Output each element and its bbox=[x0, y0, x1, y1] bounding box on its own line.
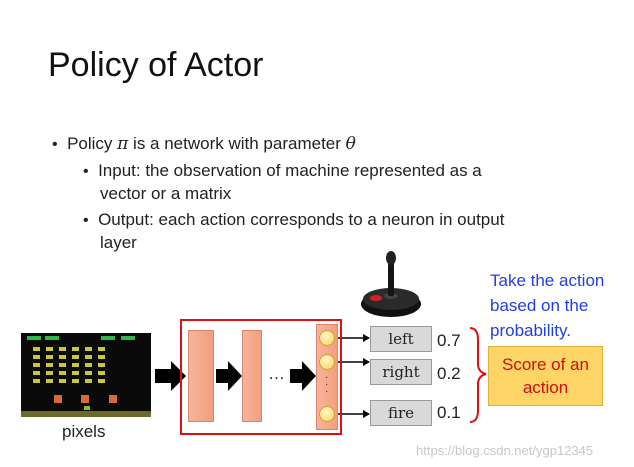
bullet-input: • Input: the observation of machine repr… bbox=[83, 160, 482, 183]
bullet-policy: • Policy π is a network with parameter θ bbox=[52, 133, 356, 156]
output-arrow-left bbox=[363, 334, 370, 342]
bullet-output: • Output: each action corresponds to a n… bbox=[83, 209, 504, 232]
input-arrow bbox=[155, 361, 186, 391]
ellipsis: … bbox=[268, 364, 285, 383]
bullet-dot: • bbox=[83, 163, 89, 180]
bullet-dot: • bbox=[83, 212, 89, 229]
take-action-line2: based on the bbox=[490, 296, 589, 315]
prob-right: 0.2 bbox=[437, 364, 461, 383]
layer-arrow-2 bbox=[290, 361, 316, 391]
neuron-ellipsis: ··· bbox=[325, 372, 329, 397]
bullet-policy-mid: is a network with parameter bbox=[128, 134, 346, 153]
score-note: Score of an action bbox=[488, 346, 603, 406]
network-box bbox=[180, 319, 342, 435]
bullet-input-line2: vector or a matrix bbox=[100, 184, 232, 203]
output-neuron-right bbox=[319, 354, 335, 370]
slide-title: Policy of Actor bbox=[48, 46, 264, 84]
prob-left: 0.7 bbox=[437, 331, 461, 350]
pixels-label: pixels bbox=[62, 422, 106, 441]
bullet-input-line1: Input: the observation of machine repres… bbox=[98, 161, 482, 180]
output-arrow-right bbox=[363, 358, 370, 366]
layer-arrow-1 bbox=[216, 361, 242, 391]
output-arrow-fire bbox=[363, 410, 370, 418]
take-action-note: Take the action based on the probability… bbox=[490, 268, 604, 343]
theta-symbol: θ bbox=[345, 134, 356, 154]
take-action-line3: probability. bbox=[490, 321, 571, 340]
probability-bracket bbox=[469, 327, 487, 423]
hidden-layer-1 bbox=[188, 330, 214, 422]
output-layer bbox=[316, 324, 338, 430]
action-right: right bbox=[370, 359, 432, 385]
score-line1: Score of an bbox=[502, 355, 589, 374]
action-fire: fire bbox=[370, 400, 432, 426]
bullet-output-line2: layer bbox=[100, 233, 137, 252]
score-line2: action bbox=[522, 378, 569, 397]
bullet-dot: • bbox=[52, 136, 58, 153]
joystick-icon bbox=[361, 251, 421, 317]
prob-fire: 0.1 bbox=[437, 403, 461, 422]
bullet-policy-prefix: Policy bbox=[67, 134, 118, 153]
output-neuron-fire bbox=[319, 406, 335, 422]
hidden-layer-2 bbox=[242, 330, 262, 422]
pi-symbol: π bbox=[117, 134, 129, 154]
action-left: left bbox=[370, 326, 432, 352]
game-screenshot bbox=[21, 333, 151, 417]
output-neuron-left bbox=[319, 330, 335, 346]
watermark: https://blog.csdn.net/ygp12345 bbox=[416, 443, 594, 458]
bullet-output-line1: Output: each action corresponds to a neu… bbox=[98, 210, 505, 229]
take-action-line1: Take the action bbox=[490, 271, 605, 290]
space-invaders-image bbox=[21, 333, 151, 417]
